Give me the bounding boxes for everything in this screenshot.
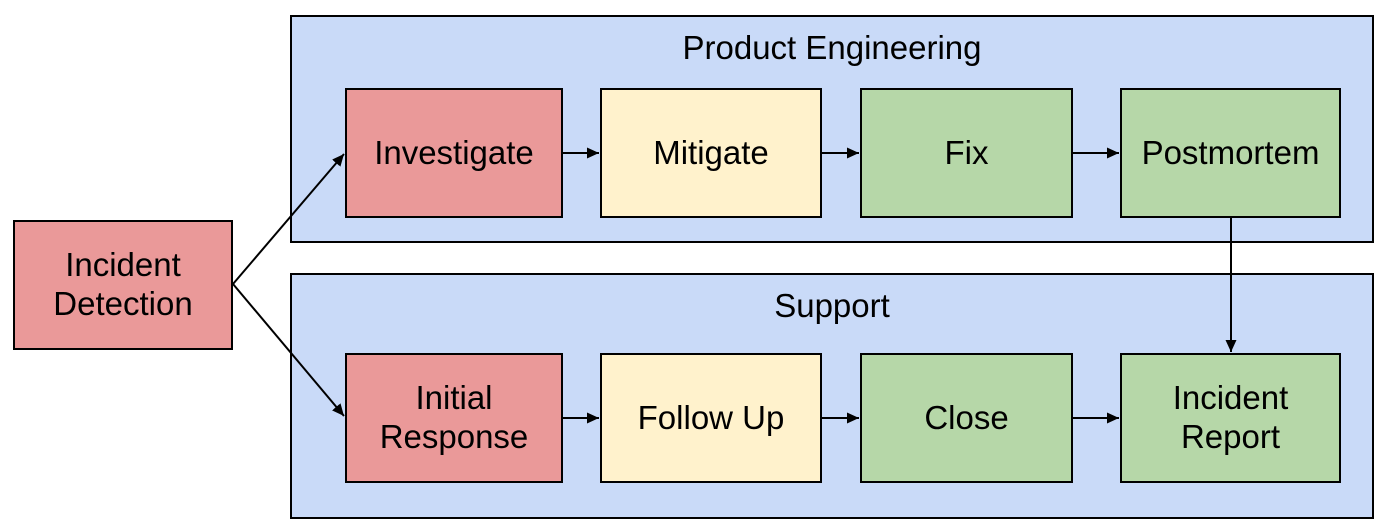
lane-support-title: Support xyxy=(774,287,890,324)
node-incident-report: Incident Report xyxy=(1120,353,1341,483)
lane-product-engineering: Product Engineering Investigate Mitigate… xyxy=(290,15,1374,243)
node-incident-detection: Incident Detection xyxy=(13,220,233,350)
node-postmortem-label: Postmortem xyxy=(1141,133,1320,171)
node-follow-up-label: Follow Up xyxy=(637,398,785,436)
node-investigate-label: Investigate xyxy=(374,133,534,171)
node-incident-detection-label: Incident Detection xyxy=(53,246,193,322)
node-initial-response: Initial Response xyxy=(345,353,563,483)
node-incident-report-label: Incident Report xyxy=(1172,379,1289,455)
node-initial-response-label: Initial Response xyxy=(379,379,529,455)
node-fix-label: Fix xyxy=(944,133,989,171)
node-postmortem: Postmortem xyxy=(1120,88,1341,218)
lane-support: Support Initial Response Follow Up Close… xyxy=(290,273,1374,519)
node-investigate: Investigate xyxy=(345,88,563,218)
node-mitigate: Mitigate xyxy=(600,88,822,218)
node-close: Close xyxy=(860,353,1073,483)
node-close-label: Close xyxy=(924,398,1009,436)
node-fix: Fix xyxy=(860,88,1073,218)
node-follow-up: Follow Up xyxy=(600,353,822,483)
lane-product-engineering-title: Product Engineering xyxy=(682,29,982,66)
node-mitigate-label: Mitigate xyxy=(653,133,769,171)
